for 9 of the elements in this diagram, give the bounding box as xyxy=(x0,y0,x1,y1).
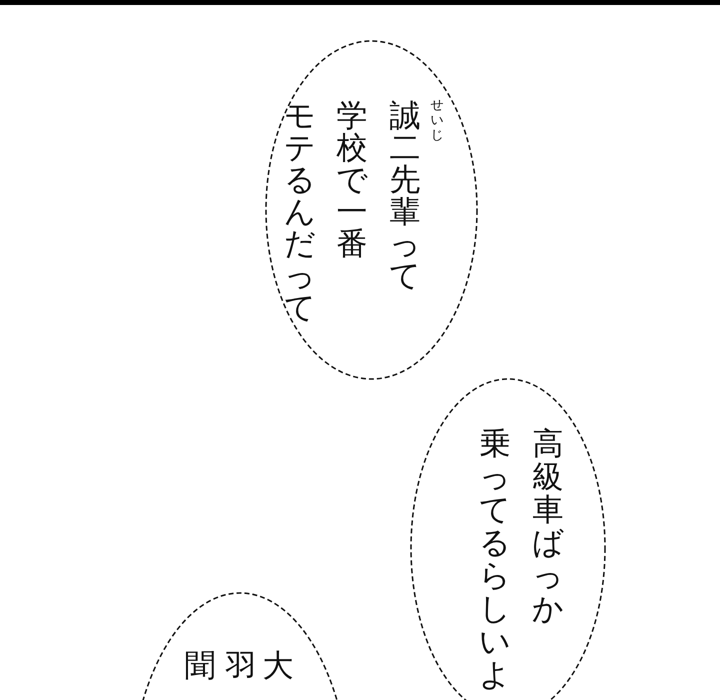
speech-text-line: 誠二先輩って xyxy=(388,100,422,292)
speech-text-line: 乗ってるらしいよ xyxy=(478,428,512,692)
speech-text-line: 聞 xyxy=(184,650,216,683)
speech-text-line: 大 xyxy=(262,650,294,683)
speech-text-line: 学校で一番 xyxy=(335,100,369,260)
furigana-text: せいじ xyxy=(430,98,444,143)
speech-text-line: モテるんだって xyxy=(283,100,317,324)
speech-text-line: 羽 xyxy=(224,650,258,683)
speech-text-line: 高級車ばっか xyxy=(531,428,565,626)
